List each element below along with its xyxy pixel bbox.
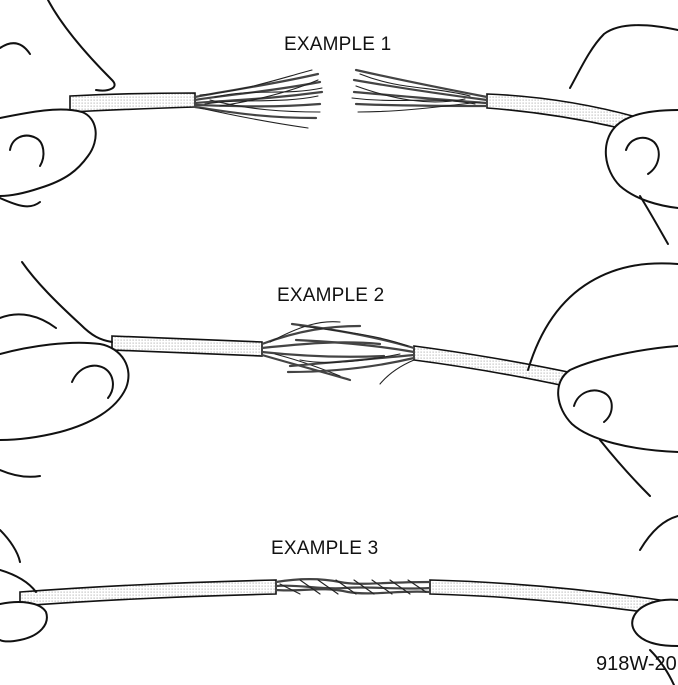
example-2-left-insulation <box>112 336 262 356</box>
example-2-label: EXAMPLE 2 <box>277 285 384 307</box>
example-2-right-insulation <box>414 346 568 386</box>
figure-code: 918W-20 <box>596 653 677 676</box>
example-1-right-strands <box>352 70 487 112</box>
example-1-left-insulation <box>70 93 195 112</box>
example-3-label: EXAMPLE 3 <box>271 538 378 560</box>
example-1-left-strands <box>195 70 322 128</box>
example-3-left-hand <box>0 530 47 642</box>
example-1-label: EXAMPLE 1 <box>284 34 391 56</box>
example-3-left-insulation <box>20 580 276 606</box>
example-2-left-hand <box>0 262 128 477</box>
example-1-right-hand <box>570 25 678 244</box>
example-3-twisted-splice <box>276 579 430 594</box>
example-2-interlaced-strands <box>262 322 414 384</box>
example-3-right-insulation <box>430 580 660 614</box>
